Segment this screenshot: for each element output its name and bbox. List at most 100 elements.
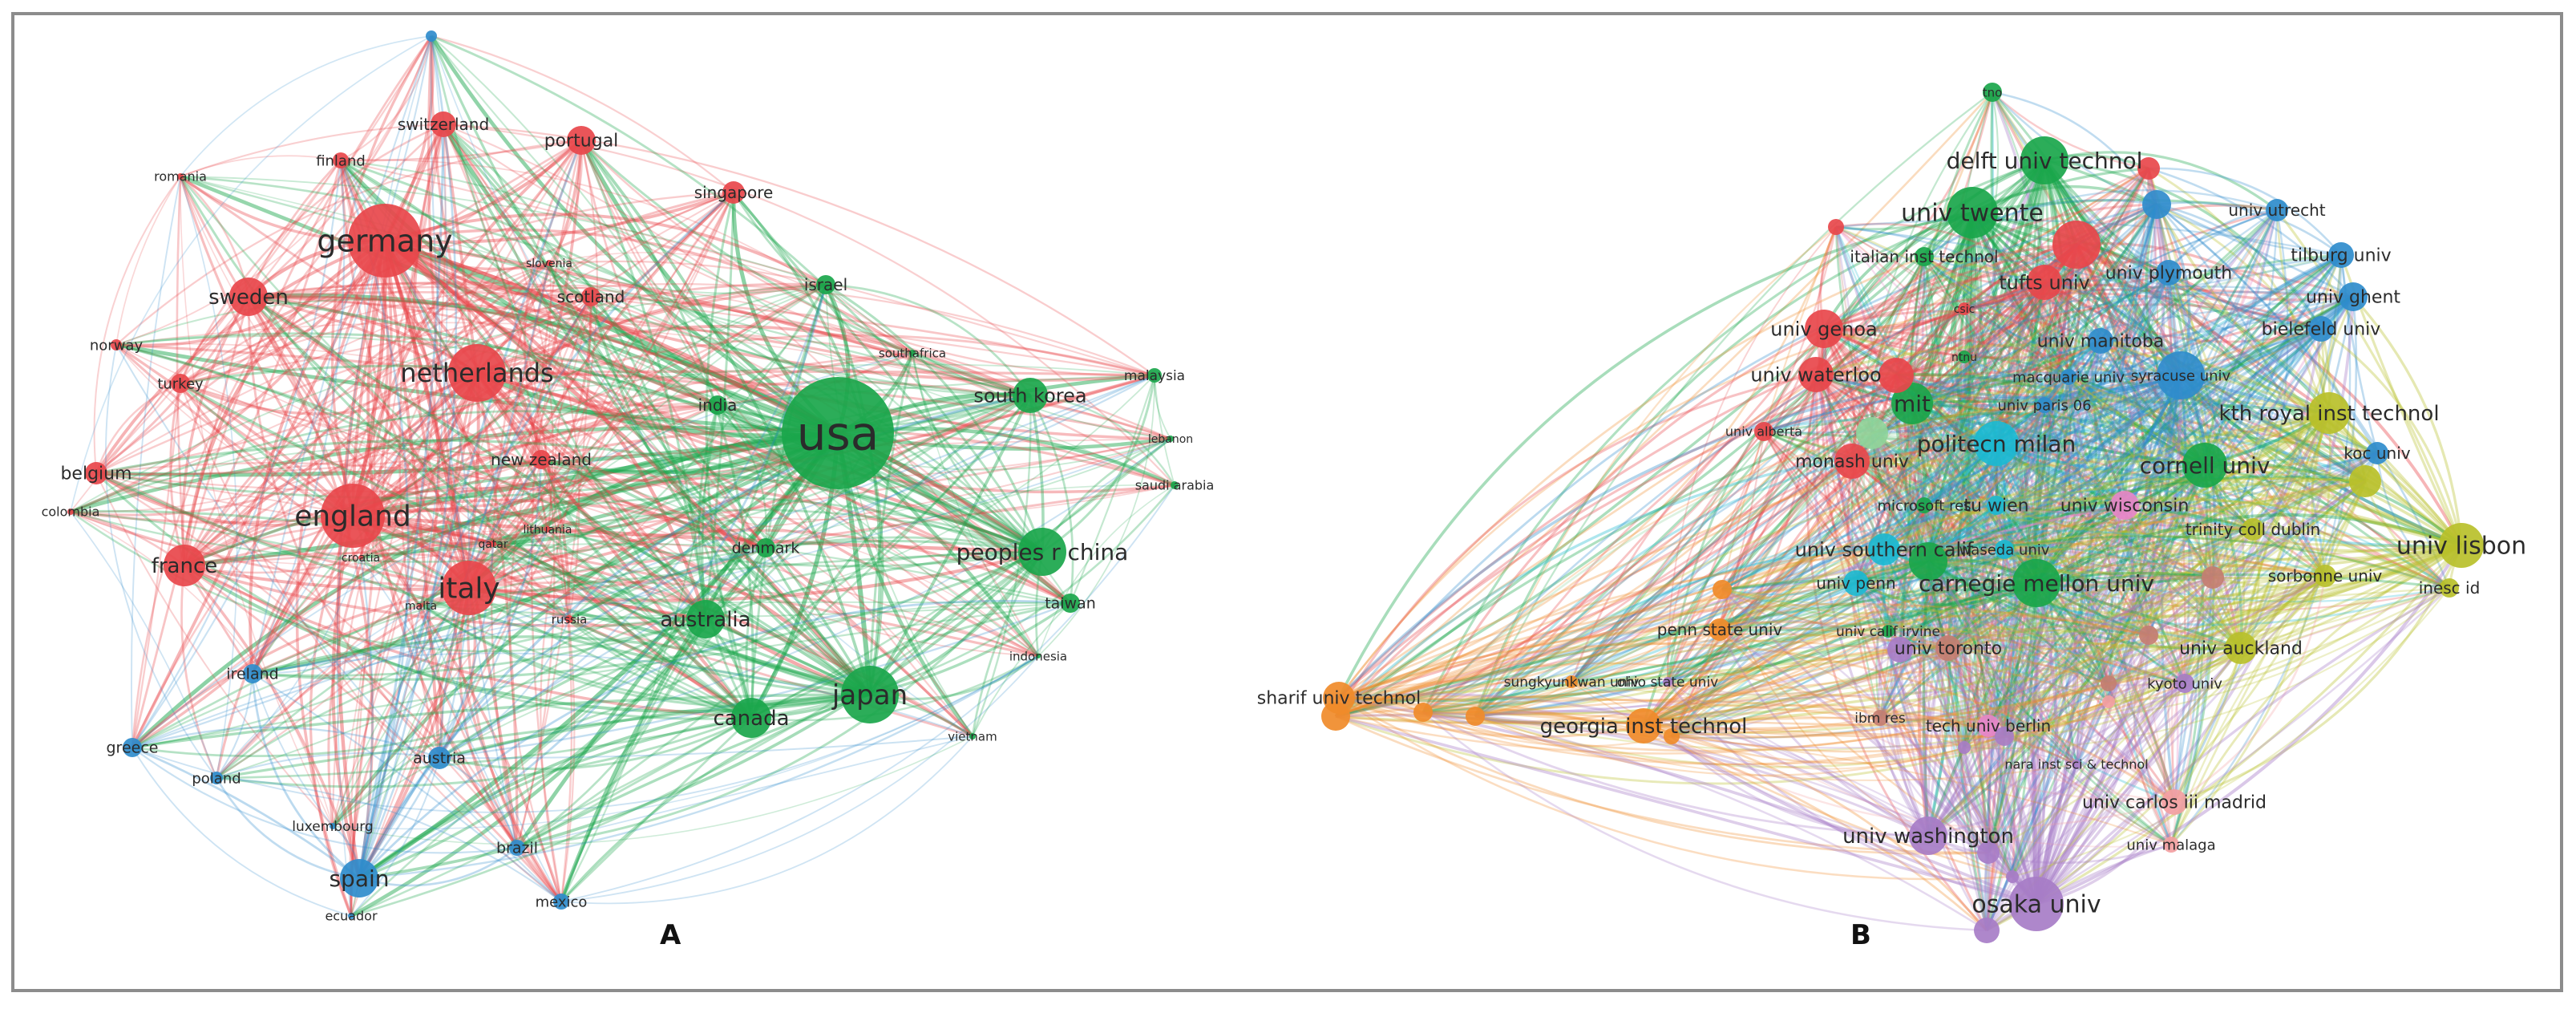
- node-new-zealand[interactable]: [532, 450, 551, 469]
- node-vietnam[interactable]: [969, 733, 976, 740]
- node-lebanon[interactable]: [1167, 436, 1174, 442]
- node[interactable]: [2137, 157, 2160, 180]
- node[interactable]: [2139, 626, 2158, 645]
- node-finland[interactable]: [333, 152, 349, 168]
- node-univ-penn[interactable]: [1843, 570, 1869, 596]
- node-univ-carlos-iii-madrid[interactable]: [2161, 789, 2187, 815]
- node-saudi-arabia[interactable]: [1171, 481, 1179, 489]
- node-georgia-inst-technol[interactable]: [1626, 708, 1661, 744]
- node-croatia[interactable]: [358, 555, 363, 560]
- node-koc-univ[interactable]: [2366, 442, 2388, 464]
- node-turkey[interactable]: [171, 374, 190, 393]
- node[interactable]: [1466, 707, 1485, 726]
- node-malta[interactable]: [419, 603, 423, 608]
- node[interactable]: [2102, 695, 2115, 708]
- node-italian-inst-technol[interactable]: [1915, 247, 1934, 266]
- node[interactable]: [2006, 870, 2019, 883]
- node-syracuse-univ[interactable]: [2157, 351, 2205, 399]
- node-trinity-coll-dublin[interactable]: [2242, 518, 2264, 541]
- node-univ-paris-06[interactable]: [2036, 397, 2052, 413]
- node[interactable]: [2202, 566, 2224, 589]
- node-southafrica[interactable]: [909, 350, 916, 356]
- node-univ-plymouth[interactable]: [2156, 260, 2182, 286]
- node-univ-calif-irvine[interactable]: [1882, 625, 1895, 638]
- node-univ-southern-calif[interactable]: [1868, 533, 1900, 565]
- node[interactable]: [426, 30, 437, 42]
- node-singapore[interactable]: [722, 181, 745, 204]
- node-tu-wien[interactable]: [1987, 496, 2006, 515]
- node-austria[interactable]: [428, 747, 451, 769]
- node-russia[interactable]: [565, 615, 573, 623]
- node-nara-inst-sci-technol[interactable]: [2072, 760, 2081, 769]
- node-scotland[interactable]: [581, 287, 601, 306]
- node-delft-univ-technol[interactable]: [2020, 136, 2068, 184]
- node-qatar[interactable]: [490, 541, 496, 547]
- node[interactable]: [2349, 465, 2381, 497]
- node-tno[interactable]: [1983, 83, 2002, 102]
- node-spain[interactable]: [340, 859, 378, 898]
- node-australia[interactable]: [686, 600, 725, 638]
- node[interactable]: [1878, 358, 1914, 393]
- node-waseda-univ[interactable]: [1995, 540, 2014, 559]
- node-kyoto-univ[interactable]: [2175, 674, 2194, 693]
- node[interactable]: [1321, 702, 1350, 731]
- node[interactable]: [1977, 841, 2000, 864]
- node-macquarie-univ[interactable]: [2060, 369, 2077, 385]
- node-colombia[interactable]: [67, 509, 74, 515]
- node-netherlands[interactable]: [448, 344, 506, 402]
- node-bielefeld-univ[interactable]: [2308, 316, 2334, 342]
- node-switzerland[interactable]: [431, 111, 456, 137]
- node[interactable]: [1958, 741, 1971, 754]
- node-brazil[interactable]: [509, 840, 525, 856]
- node-romania[interactable]: [177, 173, 184, 180]
- node-portugal[interactable]: [567, 126, 596, 155]
- node-mit[interactable]: [1891, 383, 1933, 424]
- node-univ-washington[interactable]: [1909, 817, 1947, 855]
- node-univ-lisbon[interactable]: [2439, 523, 2484, 568]
- node-univ-toronto[interactable]: [1935, 635, 1961, 661]
- node[interactable]: [1887, 637, 1913, 663]
- node-canada[interactable]: [731, 698, 771, 738]
- node[interactable]: [1828, 219, 1844, 235]
- node[interactable]: [1909, 542, 1947, 581]
- node-indonesia[interactable]: [1036, 654, 1041, 658]
- node-greece[interactable]: [123, 738, 142, 757]
- node-lithuania[interactable]: [544, 526, 551, 533]
- node-univ-manitoba[interactable]: [2088, 328, 2113, 354]
- node-india[interactable]: [708, 395, 727, 415]
- node[interactable]: [2142, 190, 2171, 219]
- node-tilburg-univ[interactable]: [2328, 242, 2354, 268]
- node-ecuador[interactable]: [348, 913, 354, 919]
- node-inesc-id[interactable]: [2440, 578, 2459, 598]
- node-univ-auckland[interactable]: [2225, 632, 2257, 664]
- node-ohio-state-univ[interactable]: [1663, 677, 1672, 687]
- node-england[interactable]: [321, 484, 385, 548]
- node-tech-univ-berlin[interactable]: [1977, 715, 2000, 737]
- node[interactable]: [1664, 728, 1680, 744]
- node-carnegie-mellon-univ[interactable]: [2012, 559, 2060, 607]
- node-south-korea[interactable]: [1013, 378, 1048, 413]
- node-univ-malaga[interactable]: [2163, 837, 2179, 853]
- node[interactable]: [1713, 580, 1732, 599]
- node-luxembourg[interactable]: [330, 823, 336, 829]
- node-univ-ghent[interactable]: [2339, 282, 2368, 311]
- node[interactable]: [1856, 417, 1888, 449]
- node-norway[interactable]: [111, 339, 122, 351]
- node[interactable]: [1413, 703, 1433, 722]
- node-ireland[interactable]: [243, 664, 262, 683]
- node-germany[interactable]: [348, 204, 422, 278]
- node-politecn-milan[interactable]: [1974, 421, 2019, 466]
- node-peoples-r-china[interactable]: [1018, 528, 1066, 576]
- node-monash-univ[interactable]: [1834, 444, 1870, 479]
- node-slovenia[interactable]: [546, 260, 552, 266]
- node-univ-alberta[interactable]: [1754, 422, 1773, 441]
- node-univ-wisconsin[interactable]: [2110, 491, 2139, 520]
- node-univ-utrecht[interactable]: [2266, 199, 2288, 221]
- node-italy[interactable]: [442, 561, 496, 615]
- node-ntnu[interactable]: [1958, 351, 1971, 363]
- node-univ-twente[interactable]: [1947, 187, 1998, 238]
- node-japan[interactable]: [841, 666, 899, 723]
- node-mexico[interactable]: [553, 894, 569, 910]
- node-sorbonne-univ[interactable]: [2314, 565, 2336, 587]
- node-univ-genoa[interactable]: [1805, 310, 1843, 348]
